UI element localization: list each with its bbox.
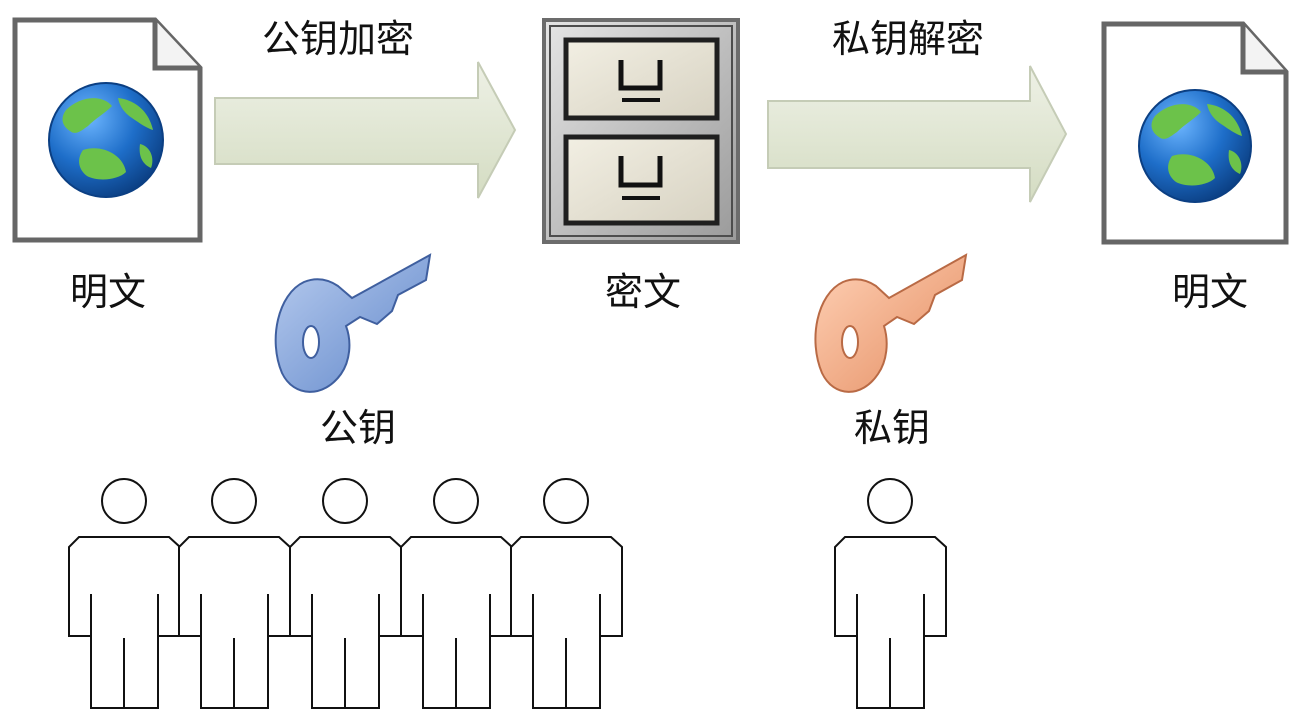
cabinet-drawer-bottom (563, 134, 720, 226)
person-icon (834, 478, 947, 709)
plaintext-document-right (1101, 21, 1289, 245)
person-icon (289, 478, 402, 709)
plaintext-document-left (12, 17, 203, 243)
decrypt-arrow (767, 65, 1068, 203)
decrypt-action-label: 私钥解密 (832, 17, 984, 61)
ciphertext-label: 密文 (605, 270, 681, 314)
person-icon (510, 478, 623, 709)
private-owner (834, 478, 947, 709)
plaintext-right-label: 明文 (1172, 270, 1248, 314)
public-key-icon (274, 253, 432, 393)
private-key-label: 私钥 (854, 406, 930, 450)
public-key-label: 公钥 (320, 406, 396, 450)
globe-icon (1138, 89, 1252, 203)
person-icon (178, 478, 291, 709)
private-key-icon (814, 253, 968, 393)
plaintext-left-label: 明文 (70, 270, 146, 314)
cabinet-drawer-top (563, 37, 720, 121)
person-icon (68, 478, 181, 709)
encrypt-action-label: 公钥加密 (262, 17, 414, 61)
file-cabinet-icon (542, 18, 740, 244)
encrypt-arrow (214, 61, 517, 199)
person-icon (400, 478, 513, 709)
public-user-group (68, 478, 623, 709)
globe-icon (48, 82, 164, 198)
